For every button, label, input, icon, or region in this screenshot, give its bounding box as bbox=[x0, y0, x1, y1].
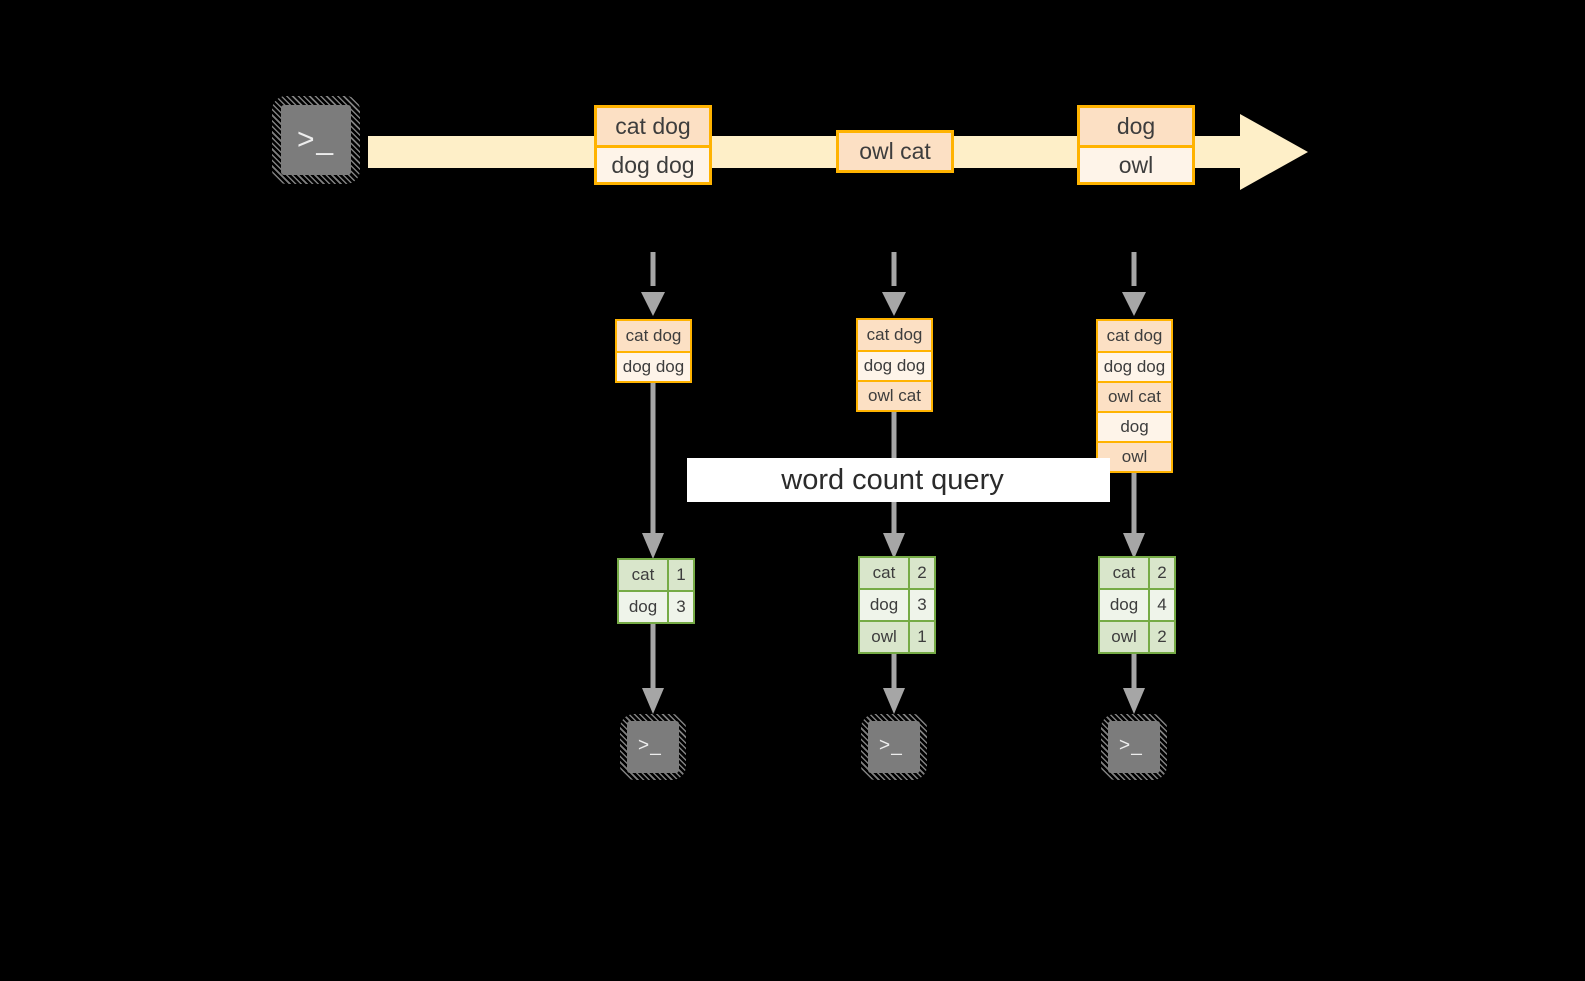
stream-tap-arrow-2 bbox=[882, 252, 906, 316]
table-row: cat 2 bbox=[1100, 558, 1174, 588]
output-arrow-1 bbox=[642, 620, 664, 714]
word-cell: cat bbox=[1100, 558, 1148, 588]
output-arrow-2 bbox=[883, 650, 905, 714]
count-cell: 1 bbox=[908, 622, 934, 652]
word-cell: cat bbox=[860, 558, 908, 588]
snapshot-3-consumer-terminal-icon: >_ bbox=[1101, 714, 1167, 780]
count-cell: 3 bbox=[667, 592, 693, 622]
count-cell: 4 bbox=[1148, 590, 1174, 620]
word-cell: dog bbox=[1100, 590, 1148, 620]
query-arrow-3 bbox=[1123, 471, 1145, 559]
accumulated-record-line: dog dog bbox=[858, 350, 931, 380]
table-row: dog 3 bbox=[860, 588, 934, 620]
snapshot-3-accumulated-records: cat dog dog dog owl cat dog owl bbox=[1096, 319, 1173, 473]
word-cell: dog bbox=[860, 590, 908, 620]
word-cell: owl bbox=[1100, 622, 1148, 652]
stream-tap-arrow-3 bbox=[1122, 252, 1146, 316]
stream-record-line: dog dog bbox=[597, 145, 709, 182]
count-cell: 2 bbox=[1148, 558, 1174, 588]
stream-record-line: dog bbox=[1080, 108, 1192, 145]
accumulated-record-line: owl bbox=[1098, 441, 1171, 471]
query-label-text: word count query bbox=[781, 463, 1004, 496]
terminal-prompt-glyph: >_ bbox=[879, 735, 903, 756]
word-cell: cat bbox=[619, 560, 667, 590]
snapshot-2-consumer-terminal-icon: >_ bbox=[861, 714, 927, 780]
accumulated-record-line: dog dog bbox=[1098, 351, 1171, 381]
query-arrow-1 bbox=[642, 381, 664, 559]
accumulated-record-line: cat dog bbox=[1098, 321, 1171, 351]
accumulated-record-line: dog dog bbox=[617, 351, 690, 381]
accumulated-record-line: owl cat bbox=[858, 380, 931, 410]
stream-record-line: owl bbox=[1080, 145, 1192, 182]
terminal-prompt-glyph: >_ bbox=[297, 123, 335, 156]
word-cell: owl bbox=[860, 622, 908, 652]
table-row: dog 4 bbox=[1100, 588, 1174, 620]
snapshot-3-word-count-table: cat 2 dog 4 owl 2 bbox=[1098, 556, 1176, 654]
table-row: owl 1 bbox=[860, 620, 934, 652]
snapshot-2-accumulated-records: cat dog dog dog owl cat bbox=[856, 318, 933, 412]
table-row: cat 2 bbox=[860, 558, 934, 588]
table-row: owl 2 bbox=[1100, 620, 1174, 652]
accumulated-record-line: owl cat bbox=[1098, 381, 1171, 411]
terminal-body bbox=[281, 105, 351, 175]
count-cell: 3 bbox=[908, 590, 934, 620]
stream-record-group-1: cat dog dog dog bbox=[594, 105, 712, 185]
snapshot-2-word-count-table: cat 2 dog 3 owl 1 bbox=[858, 556, 936, 654]
terminal-prompt-glyph: >_ bbox=[638, 735, 662, 756]
snapshot-1-word-count-table: cat 1 dog 3 bbox=[617, 558, 695, 624]
stream-record-group-3: dog owl bbox=[1077, 105, 1195, 185]
terminal-body bbox=[1108, 721, 1160, 773]
terminal-body bbox=[868, 721, 920, 773]
stream-record-line: owl cat bbox=[839, 133, 951, 170]
producer-terminal-icon: >_ bbox=[272, 96, 360, 184]
accumulated-record-line: cat dog bbox=[617, 321, 690, 351]
terminal-body bbox=[627, 721, 679, 773]
snapshot-1-consumer-terminal-icon: >_ bbox=[620, 714, 686, 780]
accumulated-record-line: cat dog bbox=[858, 320, 931, 350]
accumulated-record-line: dog bbox=[1098, 411, 1171, 441]
count-cell: 1 bbox=[667, 560, 693, 590]
count-cell: 2 bbox=[1148, 622, 1174, 652]
count-cell: 2 bbox=[908, 558, 934, 588]
stream-record-line: cat dog bbox=[597, 108, 709, 145]
stream-record-group-2: owl cat bbox=[836, 130, 954, 173]
query-label: word count query bbox=[687, 458, 1110, 502]
snapshot-1-accumulated-records: cat dog dog dog bbox=[615, 319, 692, 383]
table-row: dog 3 bbox=[619, 590, 693, 622]
table-row: cat 1 bbox=[619, 560, 693, 590]
terminal-prompt-glyph: >_ bbox=[1119, 735, 1143, 756]
word-cell: dog bbox=[619, 592, 667, 622]
output-arrow-3 bbox=[1123, 650, 1145, 714]
stream-tap-arrow-1 bbox=[641, 252, 665, 316]
